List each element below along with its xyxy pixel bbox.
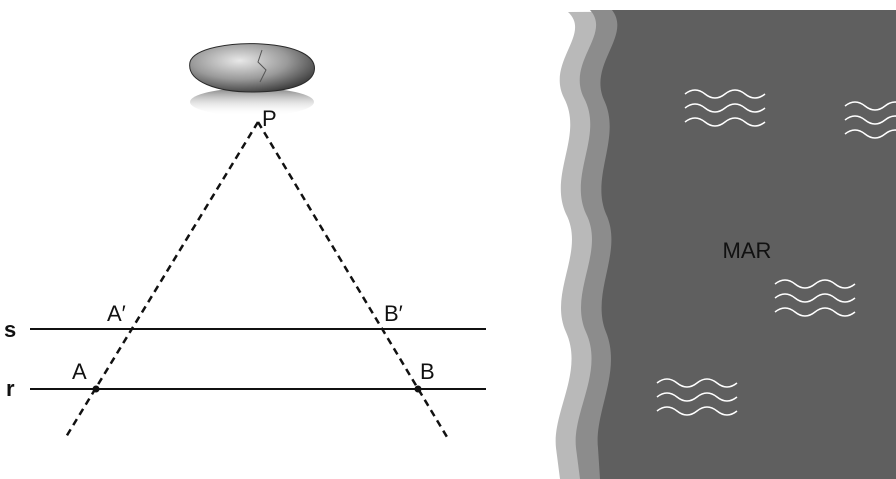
sea-region: MAR — [555, 10, 896, 479]
sight-line-left — [64, 121, 260, 438]
sea-water — [597, 10, 896, 479]
label-point-p: P — [262, 106, 277, 131]
point-b-dot — [414, 385, 422, 393]
stone-reflection — [190, 88, 314, 116]
stone-icon — [189, 43, 315, 116]
label-point-a-prime: A′ — [107, 301, 126, 326]
label-line-s: s — [4, 317, 16, 342]
wave-icon — [656, 378, 738, 416]
point-a-dot — [92, 385, 100, 393]
wave-icon — [774, 279, 856, 317]
label-point-b: B — [420, 359, 435, 384]
label-point-b-prime: B′ — [384, 301, 403, 326]
sea-label: MAR — [723, 238, 772, 263]
label-point-a: A — [72, 359, 87, 384]
stone-body — [189, 43, 315, 93]
sight-line-right — [256, 121, 449, 438]
wave-icon — [684, 89, 766, 127]
label-line-r: r — [6, 376, 15, 401]
stone-crack — [257, 49, 267, 83]
wave-icon — [844, 101, 896, 139]
